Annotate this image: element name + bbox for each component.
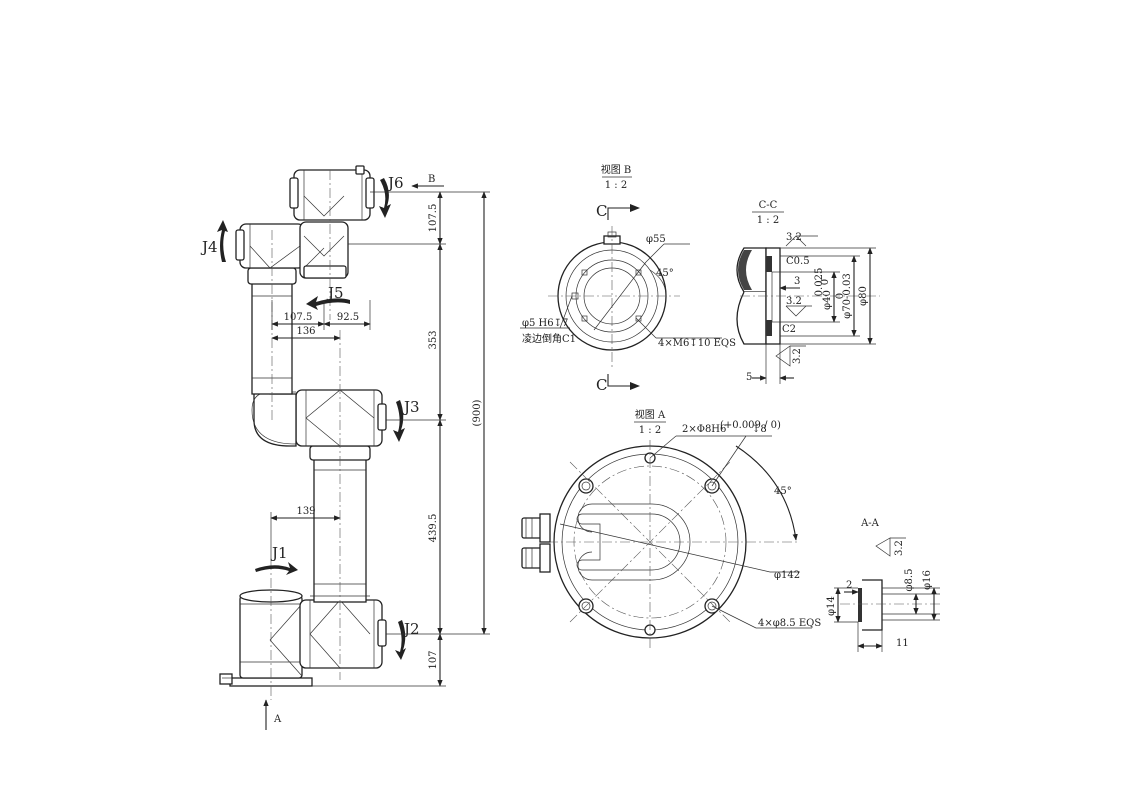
joint-label-j1: J1	[270, 544, 288, 562]
view-b: 视图 B 1 : 2 C C φ55 45° φ5 H6↧7 凌边倒角C1	[520, 163, 736, 394]
j3-rotation-arrow	[393, 400, 405, 442]
section-aa-title: A-A	[860, 518, 880, 529]
view-a-title: 视图 A	[635, 408, 666, 421]
section-aa-phi14: φ14	[826, 596, 837, 616]
section-aa-phi16: φ16	[922, 570, 933, 590]
view-a-angle: 45°	[774, 486, 792, 497]
view-a-phi142: φ142	[774, 570, 800, 581]
robot-side-view	[219, 165, 387, 700]
joint-label-j5: J5	[326, 284, 344, 302]
section-cc-phi40-tol-up: 0.025	[814, 268, 825, 297]
view-a-pin-note: 2×Φ8H6	[682, 424, 726, 435]
view-b-phi55: φ55	[646, 234, 666, 245]
view-b-thread-note: 4×M6↧10 EQS	[658, 338, 736, 349]
side-view-dimensions: 107.5 353 439.5 107 (900) 107.5 92.5 136…	[270, 191, 490, 687]
section-cc-c05: C0.5	[786, 256, 810, 267]
view-b-chamfer-note: 凌边倒角C1	[522, 332, 576, 345]
joint-label-j3: J3	[402, 398, 420, 416]
section-aa-d11: 11	[896, 638, 909, 649]
base-connector	[219, 673, 233, 685]
section-cc-d3: 3	[794, 276, 800, 287]
wrist3-housing-j6	[293, 169, 371, 221]
section-cc-rough-3: 3.2	[792, 348, 803, 364]
section-aa: A-A φ8.5 φ16 φ14 2 11 3.2	[826, 518, 940, 652]
section-cc-phi70-tol: 0	[835, 293, 846, 299]
section-aa-phi8-5: φ8.5	[904, 569, 915, 592]
joint-label-j6: J6	[386, 174, 404, 192]
j1-rotation-arrow	[255, 562, 298, 575]
section-cc-title: C-C	[759, 200, 778, 211]
section-aa-d2: 2	[846, 580, 852, 591]
joint-labels: J1 J2 J3 J4 J5 J6	[200, 174, 420, 638]
joint-label-j2: J2	[402, 620, 420, 638]
dim-353: 353	[428, 330, 439, 349]
view-a-pin-depth: ↧8	[752, 424, 767, 435]
section-cc-rough-2: 3.2	[786, 296, 802, 307]
dim-139: 139	[296, 506, 315, 517]
section-cc-phi40: φ40	[822, 290, 833, 310]
j2-rotation-arrow	[395, 620, 406, 660]
section-cc-phi80: φ80	[858, 286, 869, 306]
view-b-angle: 45°	[656, 268, 674, 279]
dim-107-5-top: 107.5	[428, 204, 439, 233]
view-a-scale: 1 : 2	[639, 425, 661, 436]
view-b-title: 视图 B	[601, 163, 632, 176]
j5-rotation-arrow	[306, 296, 350, 310]
section-aa-rough: 3.2	[894, 540, 905, 556]
dim-439-5: 439.5	[428, 514, 439, 543]
section-cc-c2: C2	[782, 324, 796, 335]
section-cc-phi70: φ70-0.03	[842, 273, 853, 318]
section-cc-scale: 1 : 2	[757, 215, 779, 226]
j6-rotation-arrow	[379, 178, 391, 218]
section-mark-c-bottom: C	[596, 376, 607, 394]
dim-92-5: 92.5	[337, 312, 359, 323]
view-markers: A B	[263, 174, 444, 730]
view-a-mount-note: 4×φ8.5 EQS	[758, 618, 821, 629]
view-b-scale: 1 : 2	[605, 180, 627, 191]
dim-107-bottom: 107	[428, 650, 439, 669]
section-cc-d5: 5	[746, 372, 752, 383]
view-b-marker: B	[428, 174, 435, 185]
dim-total-900: (900)	[472, 399, 483, 426]
elbow-housing-j3	[295, 389, 383, 447]
view-a-marker: A	[273, 714, 282, 725]
section-cc-rough-1: 3.2	[786, 232, 802, 243]
dim-107-5-left: 107.5	[284, 312, 313, 323]
view-a-pin-tol: (+0.009 / 0)	[720, 420, 781, 431]
j4-rotation-arrow	[217, 220, 228, 262]
section-cc: C-C 1 : 2 φ80 φ70-0.03 0 φ40 0.025 0 3.2…	[736, 200, 880, 384]
joint-arrows	[217, 178, 406, 660]
joint-label-j4: J4	[200, 238, 218, 256]
section-mark-c-top: C	[596, 202, 607, 220]
view-b-hole-note: φ5 H6↧7	[522, 318, 568, 329]
dim-136: 136	[296, 326, 315, 337]
section-cc-phi40-tol-low: 0	[820, 279, 831, 285]
view-a: 视图 A 1 : 2 2×Φ8H6 (+0.009 / 0) ↧8 45	[521, 408, 821, 650]
